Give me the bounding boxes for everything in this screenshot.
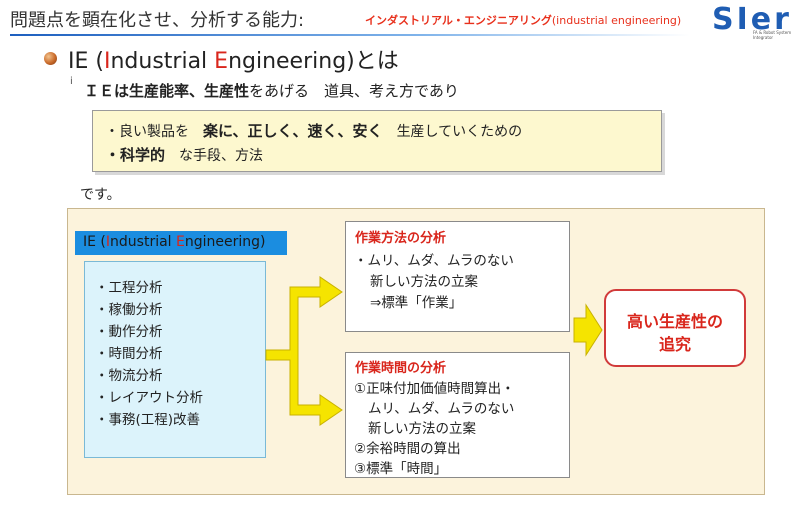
subtitle-katakana: インダストリアル・エンジニアリング xyxy=(365,14,552,27)
ie-head-prefix: IE ( xyxy=(83,234,106,250)
method-line: ・ムリ、ムダ、ムラのない xyxy=(354,253,514,269)
list-item: ・動作分析 xyxy=(95,324,163,340)
list-item: ・稼働分析 xyxy=(95,302,163,318)
slide-header-subtitle: インダストリアル・エンジニアリング(industrial engineering… xyxy=(365,12,681,28)
ie-box-header: IE (Industrial Engineering) xyxy=(75,231,287,255)
work-method-analysis-box: 作業方法の分析 ・ムリ、ムダ、ムラのない 新しい方法の立案 ⇒標準「作業」 xyxy=(345,221,570,332)
ie-head-i: I xyxy=(105,234,111,250)
subtitle-english: (industrial engineering) xyxy=(551,14,682,27)
note-line-2: ・科学的 な手段、方法 xyxy=(105,144,263,165)
title-mid: ndustrial xyxy=(110,49,215,74)
note-l2-post: な手段、方法 xyxy=(179,148,264,164)
note-ending: です。 xyxy=(80,187,121,203)
header-divider xyxy=(10,34,690,36)
logo-tagline-2: Integrator xyxy=(753,35,774,40)
result-line-2: 追究 xyxy=(658,335,691,354)
note-l1-bold: 楽に、正しく、速く、安く xyxy=(203,122,383,140)
time-line: ムリ、ムダ、ムラのない xyxy=(368,401,515,417)
time-line: 新しい方法の立案 xyxy=(368,421,476,437)
section-title: IE (Industrial Engineering)とは xyxy=(68,43,399,75)
title-i-letter: I xyxy=(103,49,111,74)
time-line: ②余裕時間の算出 xyxy=(354,441,461,457)
logo-wordmark: SIer xyxy=(712,2,792,37)
note-l1-pre: ・良い製品を xyxy=(105,124,189,140)
slide-header-title: 問題点を顕在化させ、分析する能力: xyxy=(10,10,305,31)
lead-bold: ＩＥは生産能率、生産性 xyxy=(84,82,250,100)
work-time-analysis-box: 作業時間の分析 ①正味付加価値時間算出・ ムリ、ムダ、ムラのない 新しい方法の立… xyxy=(345,352,570,478)
ie-head-suffix: ngineering) xyxy=(184,234,266,250)
time-box-title: 作業時間の分析 xyxy=(355,361,447,376)
list-item: ・工程分析 xyxy=(95,280,163,296)
high-productivity-goal: 高い生産性の 追究 xyxy=(604,289,746,367)
bullet-ball-icon xyxy=(44,52,57,65)
note-l2-bold: ・科学的 xyxy=(105,146,166,164)
ie-head-e: E xyxy=(176,234,185,250)
lead-mark: ⅰ xyxy=(70,76,73,87)
note-l1-post: 生産していくための xyxy=(396,124,523,140)
title-e-letter: E xyxy=(214,49,229,74)
logo-tagline-1: FA & Robot System xyxy=(753,30,792,35)
lead-sentence: ＩＥは生産能率、生産性をあげる 道具、考え方であり xyxy=(84,80,459,101)
lead-rest: をあげる 道具、考え方であり xyxy=(249,82,459,100)
method-box-title: 作業方法の分析 xyxy=(355,231,447,246)
title-prefix: IE ( xyxy=(68,49,104,74)
list-item: ・時間分析 xyxy=(95,346,163,362)
list-item: ・物流分析 xyxy=(95,368,163,384)
ie-head-mid: ndustrial xyxy=(110,234,177,250)
method-line: ⇒標準「作業」 xyxy=(370,295,463,311)
title-suffix: ngineering)とは xyxy=(228,49,399,74)
note-line-1: ・良い製品を 楽に、正しく、速く、安く 生産していくための xyxy=(105,120,522,141)
definition-note: ・良い製品を 楽に、正しく、速く、安く 生産していくための ・科学的 な手段、方… xyxy=(92,110,662,172)
ie-technique-list: ・工程分析 ・稼働分析 ・動作分析 ・時間分析 ・物流分析 ・レイアウト分析 ・… xyxy=(84,261,266,458)
method-line: 新しい方法の立案 xyxy=(370,274,478,290)
time-line: ③標準「時間」 xyxy=(354,461,448,477)
time-line: ①正味付加価値時間算出・ xyxy=(354,381,515,397)
list-item: ・事務(工程)改善 xyxy=(95,412,201,428)
result-line-1: 高い生産性の xyxy=(626,312,723,331)
list-item: ・レイアウト分析 xyxy=(95,390,203,406)
